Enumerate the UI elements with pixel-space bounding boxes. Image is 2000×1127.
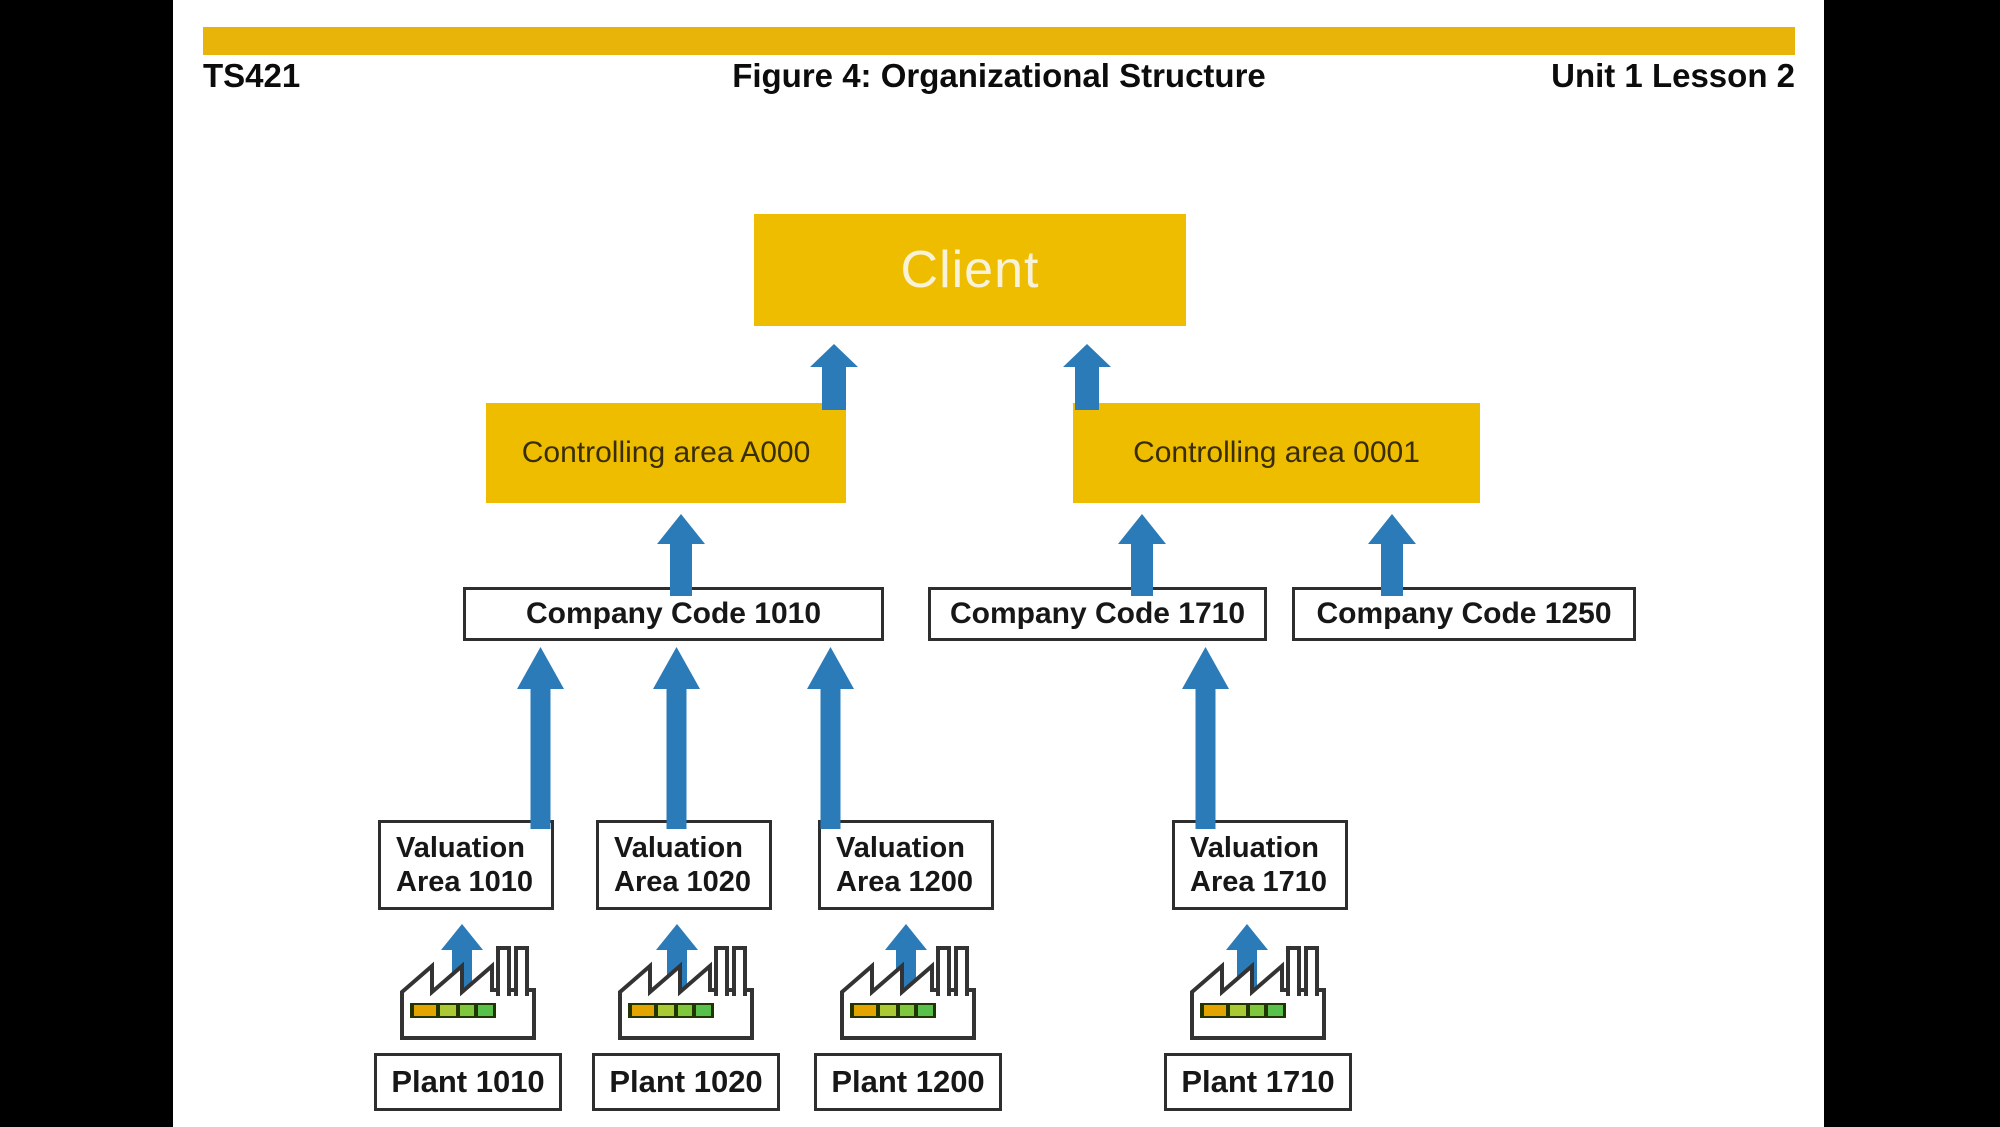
course-code: TS421 (203, 57, 301, 94)
node-plant-1710: Plant 1710 (1164, 1053, 1352, 1111)
arrow-plant-1710-to-va-1710 (1226, 924, 1268, 990)
arrow-ca-0001-to-client (1063, 344, 1111, 410)
arrow-plant-1200-to-va-1200 (885, 924, 927, 990)
node-company-code-1710: Company Code 1710 (928, 587, 1267, 641)
arrow-va-1010-to-cc-1010 (516, 647, 564, 829)
arrow-va-1710-to-cc-1710 (1181, 647, 1229, 829)
node-client: Client (754, 214, 1186, 326)
arrow-cc-1710-to-ca-0001 (1118, 514, 1166, 596)
figure-title: Figure 4: Organizational Structure (732, 57, 1266, 94)
arrow-va-1200-to-cc-1010 (806, 647, 854, 829)
node-plant-1200: Plant 1200 (814, 1053, 1002, 1111)
arrow-cc-1250-to-ca-0001 (1368, 514, 1416, 596)
node-controlling-area-a000: Controlling area A000 (486, 403, 846, 503)
factory-icon (1184, 940, 1332, 1044)
slide-header: TS421 Figure 4: Organizational Structure… (203, 57, 1795, 95)
slide: TS421 Figure 4: Organizational Structure… (173, 0, 1824, 1127)
node-plant-1010: Plant 1010 (374, 1053, 562, 1111)
arrow-plant-1010-to-va-1010 (441, 924, 483, 990)
top-accent-bar (203, 27, 1795, 55)
arrow-plant-1020-to-va-1020 (656, 924, 698, 990)
arrow-cc-1010-to-ca-a000 (657, 514, 705, 596)
node-plant-1020: Plant 1020 (592, 1053, 780, 1111)
lesson-label: Unit 1 Lesson 2 (1551, 57, 1795, 94)
factory-icon (394, 940, 542, 1044)
factory-icon (834, 940, 982, 1044)
node-controlling-area-0001: Controlling area 0001 (1073, 403, 1480, 503)
arrow-ca-a000-to-client (810, 344, 858, 410)
factory-icon (612, 940, 760, 1044)
node-company-code-1010: Company Code 1010 (463, 587, 884, 641)
node-company-code-1250: Company Code 1250 (1292, 587, 1636, 641)
arrow-va-1020-to-cc-1010 (652, 647, 700, 829)
